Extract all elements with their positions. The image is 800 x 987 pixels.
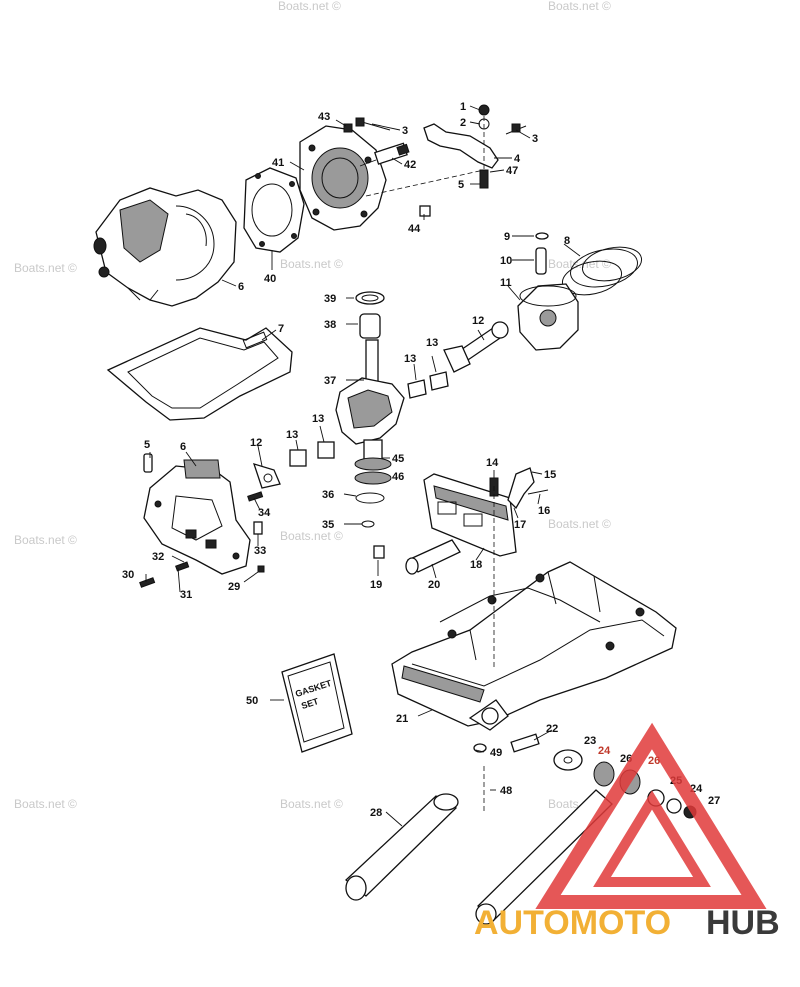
callout-13: 13 (312, 413, 324, 425)
callout-11: 11 (500, 277, 512, 289)
watermark: Boats.net © (14, 533, 77, 547)
callout-41: 41 (272, 157, 284, 169)
callout-43: 43 (318, 111, 330, 123)
watermark: Boats.net © (280, 257, 343, 271)
callout-12: 12 (472, 315, 484, 327)
callout-14: 14 (486, 457, 499, 469)
callout-3: 3 (402, 125, 408, 137)
piston-pin (535, 232, 549, 275)
callout-32: 32 (152, 551, 164, 563)
callout-13: 13 (404, 353, 416, 365)
watermark: Boats.net © (280, 529, 343, 543)
gasket-set-box: GASKET SET (281, 653, 353, 753)
callout-21: 21 (396, 713, 408, 725)
watermark: Boats.net © (548, 0, 611, 13)
callout-2: 2 (460, 117, 466, 129)
small-hardware-left (139, 441, 335, 588)
callout-17: 17 (514, 519, 526, 531)
callout-13: 13 (426, 337, 438, 349)
callout-35: 35 (322, 519, 334, 531)
callout-6: 6 (180, 441, 186, 453)
callout-49: 49 (490, 747, 502, 759)
callout-numbers: 1 2 3 3 4 47 5 43 42 41 44 40 6 9 10 8 1… (122, 101, 720, 819)
callout-31: 31 (180, 589, 192, 601)
crankshaft (335, 291, 405, 528)
callout-44: 44 (408, 223, 421, 235)
callout-19: 19 (370, 579, 382, 591)
callout-23: 23 (584, 735, 596, 747)
callout-48: 48 (500, 785, 512, 797)
callout-18: 18 (470, 559, 482, 571)
exhaust-cover (423, 473, 517, 557)
callout-15: 15 (544, 469, 556, 481)
callout-29: 29 (228, 581, 240, 593)
callout-9: 9 (504, 231, 510, 243)
cylinder-head (299, 125, 387, 231)
watermark: Boats.net © (278, 0, 341, 13)
cylinder-block (93, 187, 237, 307)
bolt-44 (419, 205, 431, 217)
logo-triangle (535, 722, 767, 909)
callout-37: 37 (324, 375, 336, 387)
callout-34: 34 (258, 507, 271, 519)
callout-24: 24 (598, 745, 611, 757)
callout-3: 3 (532, 133, 538, 145)
callout-22: 22 (546, 723, 558, 735)
logo-text-secondary: HUB (706, 904, 780, 942)
callout-36: 36 (322, 489, 334, 501)
callout-13: 13 (286, 429, 298, 441)
callout-50: 50 (246, 695, 258, 707)
swivel-tube-left (345, 793, 459, 901)
callout-39: 39 (324, 293, 336, 305)
tube-and-clip (373, 539, 461, 575)
swivel-bracket (391, 486, 677, 731)
callout-46: 46 (392, 471, 404, 483)
callout-12: 12 (250, 437, 262, 449)
leader-lines (145, 105, 581, 827)
callout-8: 8 (564, 235, 570, 247)
callout-27: 27 (708, 795, 720, 807)
callout-40: 40 (264, 273, 276, 285)
callout-7: 7 (278, 323, 284, 335)
callout-1: 1 (460, 101, 466, 113)
callout-5: 5 (144, 439, 150, 451)
watermark: Boats.net © (548, 517, 611, 531)
logo-text-primary: AUTOMOTO (474, 904, 671, 942)
callout-16: 16 (538, 505, 550, 517)
callout-47: 47 (506, 165, 518, 177)
spark-plug (359, 142, 410, 167)
head-gasket (243, 167, 305, 253)
automotohub-logo: AUTOMOTO HUB (474, 722, 780, 942)
watermark: Boats.net © (14, 797, 77, 811)
watermark: Boats.net © (14, 261, 77, 275)
callout-26: 26 (648, 755, 660, 767)
callout-38: 38 (324, 319, 336, 331)
callout-42: 42 (404, 159, 416, 171)
callout-10: 10 (500, 255, 512, 267)
callout-30: 30 (122, 569, 134, 581)
callout-6: 6 (238, 281, 244, 293)
watermark: Boats.net © (280, 797, 343, 811)
crankcase-gasket (106, 327, 293, 421)
callout-45: 45 (392, 453, 404, 465)
callout-20: 20 (428, 579, 440, 591)
rod-bearing (407, 371, 449, 399)
piston (517, 283, 579, 351)
connecting-rod (443, 321, 509, 373)
screws-top (343, 117, 527, 135)
callout-33: 33 (254, 545, 266, 557)
piston-rings (561, 246, 643, 296)
crankcase-lower (143, 459, 251, 575)
watermark: Boats.net © (548, 257, 611, 271)
callout-28: 28 (370, 807, 382, 819)
callout-4: 4 (514, 153, 521, 165)
callout-5: 5 (458, 179, 464, 191)
